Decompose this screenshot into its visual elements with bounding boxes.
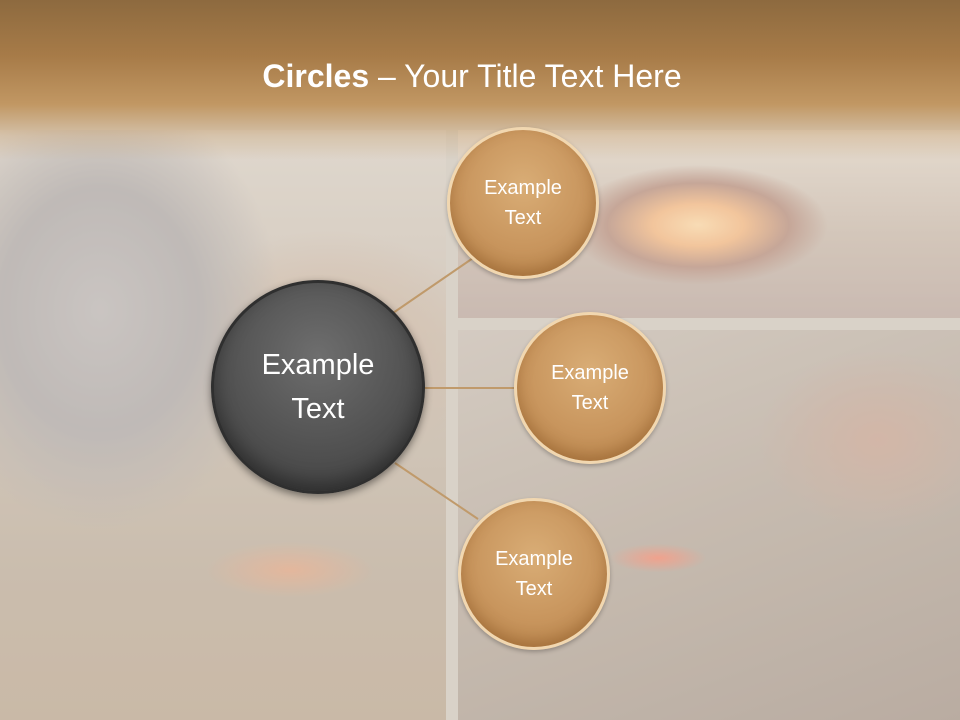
main-circle[interactable]: Example Text — [211, 280, 425, 494]
main-circle-text: Example Text — [261, 349, 375, 425]
slide-title-rest: – Your Title Text Here — [369, 58, 682, 94]
satellite-circle-3[interactable]: Example Text — [458, 498, 610, 650]
satellite-circle-2[interactable]: Example Text — [514, 312, 666, 464]
slide-title[interactable]: Circles – Your Title Text Here — [0, 56, 944, 96]
title-band — [0, 0, 960, 160]
satellite-circle-text: Example Text — [495, 548, 573, 600]
slide-title-bold: Circles — [262, 58, 370, 94]
satellite-circle-1[interactable]: Example Text — [447, 127, 599, 279]
satellite-circle-text: Example Text — [551, 362, 629, 414]
connector-line-3 — [394, 462, 479, 520]
satellite-circle-text: Example Text — [484, 177, 562, 229]
connector-line-1 — [392, 255, 477, 314]
